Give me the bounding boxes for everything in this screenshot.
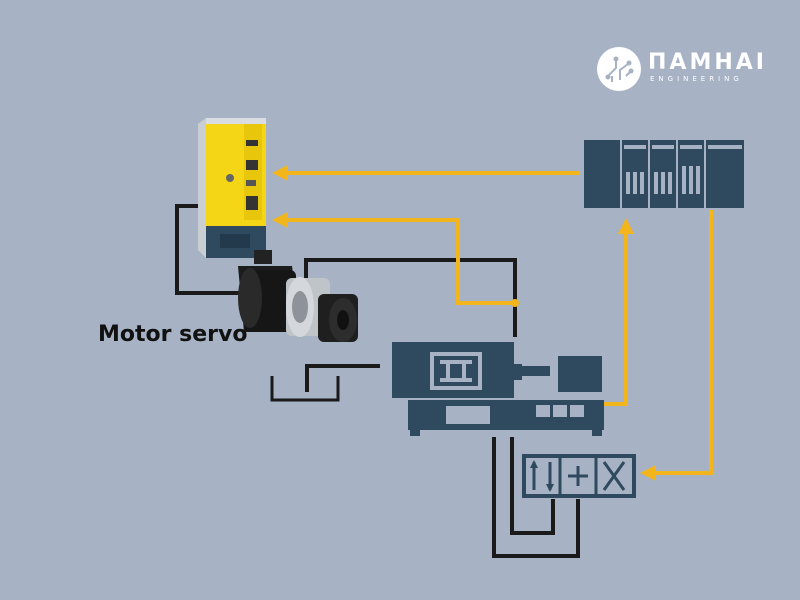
logo-wordmark: ΠAMHAI [648,50,767,75]
drive-to-motor-line [175,204,240,295]
plc-to-valve-signal [654,210,713,475]
motor-servo-label: Motor servo [98,322,248,347]
logo-subtitle: ENGINEERING [650,75,743,83]
reservoir-line [270,376,340,402]
injection-machine [392,342,604,436]
motor-to-machine-line [304,258,517,337]
arrow-head-top [272,165,288,181]
valve-line-outer [492,437,580,558]
arrow-head-up [618,218,634,234]
machine-to-plc-signal [604,232,628,406]
servo-motor [238,250,358,342]
junction-dot [511,299,519,307]
power-lines [175,204,580,558]
plc-controller [584,140,744,208]
machine-feed-line [305,364,380,392]
servo-drive [198,118,266,258]
circuit-head-icon [597,47,641,91]
arrow-head-left [640,465,656,481]
valve-line-inner [510,437,555,535]
company-logo: ΠAMHAI ENGINEERING [596,46,764,92]
directional-valve [522,454,636,498]
signal-lines [272,165,713,481]
arrow-head-mid [272,212,288,228]
feedback-signal [286,218,515,305]
